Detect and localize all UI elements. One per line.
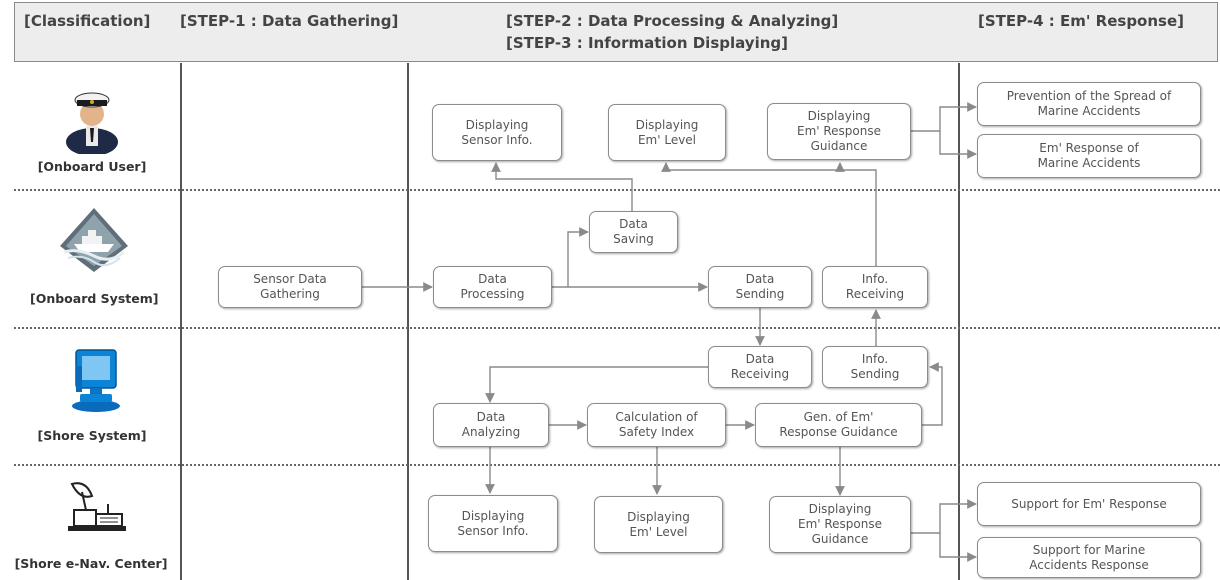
column-divider-1 — [180, 63, 182, 580]
node-ss-info-sending: Info. Sending — [822, 346, 928, 388]
lane-separator-1 — [14, 189, 1220, 191]
satellite-station-icon — [68, 482, 126, 531]
lane-label-shore-center: [Shore e-Nav. Center] — [14, 556, 168, 571]
node-ss-gen-guidance: Gen. of Em' Response Guidance — [755, 403, 922, 447]
arrow-inforeceiving-emlevel — [661, 162, 877, 266]
arrow-guidance-infosending — [922, 362, 943, 426]
node-sc-support-em: Support for Em' Response — [977, 482, 1201, 526]
node-sc-em-level: Displaying Em' Level — [594, 496, 723, 553]
header-step3: [STEP-3 : Information Displaying] — [506, 34, 788, 52]
node-ou-prevention: Prevention of the Spread of Marine Accid… — [977, 82, 1201, 126]
node-ou-response: Em' Response of Marine Accidents — [977, 134, 1201, 178]
arrow-ou-guidance-outcomes — [911, 102, 977, 132]
node-ou-sensor-info: Displaying Sensor Info. — [432, 104, 562, 161]
ship-icon — [60, 208, 128, 272]
header-step1: [STEP-1 : Data Gathering] — [180, 12, 399, 30]
lane-label-onboard-system: [Onboard System] — [30, 291, 159, 306]
column-divider-2 — [407, 63, 409, 580]
node-os-saving: Data Saving — [589, 211, 678, 253]
node-os-info-receiving: Info. Receiving — [822, 266, 928, 308]
node-ss-receiving: Data Receiving — [708, 346, 812, 388]
ship-officer-icon — [66, 92, 118, 154]
arrow-ou-guidance-response — [939, 131, 977, 159]
arrow-sc-guidance-outcomes — [911, 499, 977, 534]
computer-icon — [72, 349, 120, 412]
node-sc-support-marine: Support for Marine Accidents Response — [977, 537, 1201, 578]
arrow-sc-guidance-support — [939, 533, 977, 562]
node-sc-sensor-info: Displaying Sensor Info. — [428, 495, 558, 552]
arrow-receiving-analyzing — [485, 366, 708, 403]
header-step2: [STEP-2 : Data Processing & Analyzing] — [506, 12, 839, 30]
node-os-gathering: Sensor Data Gathering — [218, 266, 362, 308]
header-step4: [STEP-4 : Em' Response] — [978, 12, 1184, 30]
header-classification: [Classification] — [24, 12, 151, 30]
node-os-processing: Data Processing — [433, 266, 552, 308]
header-bar — [14, 2, 1218, 62]
lane-separator-2 — [14, 327, 1220, 329]
lane-separator-3 — [14, 464, 1220, 466]
node-ou-em-level: Displaying Em' Level — [608, 104, 726, 161]
node-ou-guidance: Displaying Em' Response Guidance — [767, 103, 911, 160]
node-ss-safety: Calculation of Safety Index — [587, 403, 726, 447]
arrow-processing-saving — [567, 227, 589, 287]
lane-label-shore-system: [Shore System] — [37, 428, 147, 443]
lane-label-onboard-user: [Onboard User] — [37, 159, 147, 174]
node-ss-analyzing: Data Analyzing — [433, 403, 549, 447]
arrow-saving-sensorinfo — [491, 162, 633, 211]
node-os-sending: Data Sending — [708, 266, 812, 308]
node-sc-guidance: Displaying Em' Response Guidance — [769, 496, 911, 553]
column-divider-3 — [958, 63, 960, 580]
